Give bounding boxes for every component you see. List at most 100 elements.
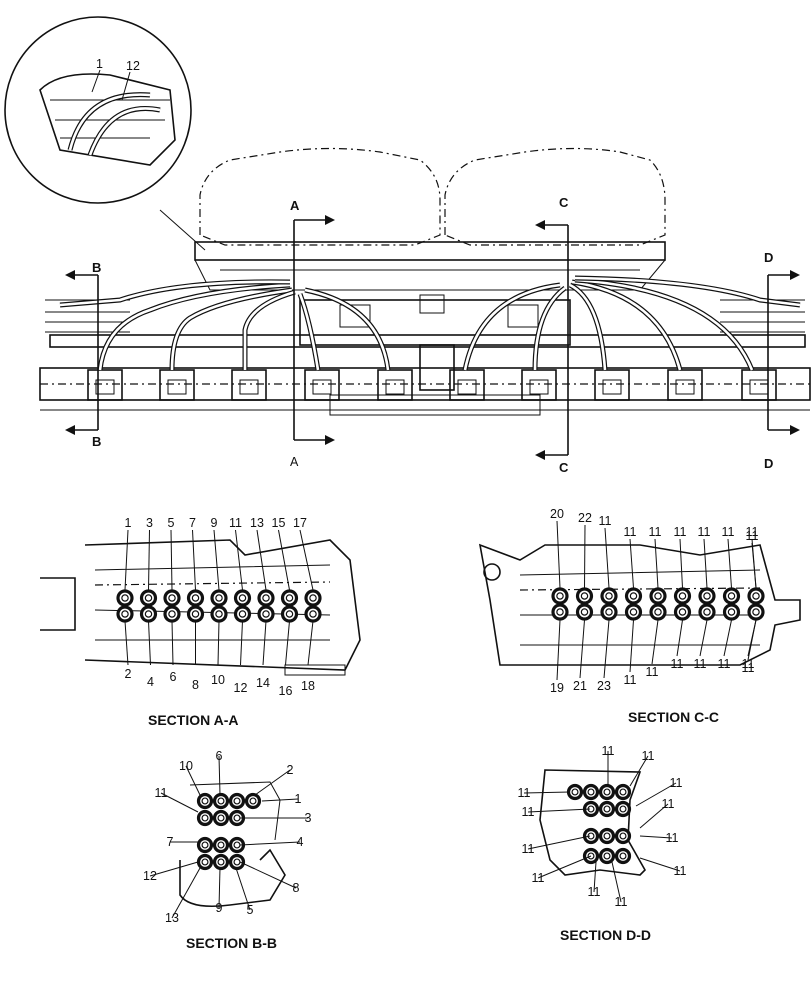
section-a-a-callout: 8 [192,678,199,692]
section-a-a-callout: 15 [272,516,286,530]
section-a-a-callout: 3 [146,516,153,530]
section-d-d-title: SECTION D-D [560,927,651,943]
section-c-c-callout: 11 [746,525,759,539]
distribution-hoses [59,275,801,371]
section-b-b-callout: 12 [143,869,157,883]
cut-label-d-top: D [764,250,773,265]
left-tank-outline [199,147,441,246]
section-a-a-callout: 10 [211,673,225,687]
section-b-b-callout: 2 [287,763,294,777]
detail-circle-outline [4,16,192,204]
section-b-b-callout: 7 [167,835,174,849]
section-b-b-callout: 11 [155,786,168,800]
section-d-d-callout: 11 [522,805,535,819]
section-a-a-callout: 12 [234,681,248,695]
section-d-d-callout: 11 [666,831,679,845]
section-c-c-callout: 11 [599,514,612,528]
right-tank-outline [444,147,666,246]
cut-label-d-bottom: D [764,456,773,471]
section-d-d-fittings [566,783,632,865]
section-d-d-callout: 11 [674,864,687,878]
section-c-c-callout: 11 [624,673,637,687]
section-c-c-callout: 11 [746,529,759,543]
section-c-c-callout: 20 [550,507,564,521]
section-c-c-callout: 11 [646,665,659,679]
section-c-c-callout: 22 [578,511,592,525]
section-a-a-callout: 2 [125,667,132,681]
section-c-c-callout: 11 [649,525,662,539]
section-b-b-callout: 5 [247,903,254,917]
section-a-a-callout: 5 [168,516,175,530]
section-a-a-callout: 16 [279,684,293,698]
section-a-a-callout: 13 [250,516,264,530]
section-d-d-callout: 11 [522,842,535,856]
section-b-b-callout: 1 [295,792,302,806]
section-c-c-callout: 23 [597,679,611,693]
detail-callout-1: 1 [96,57,103,71]
section-a-a-fittings [116,589,322,623]
section-c-c-callout: 11 [671,657,684,671]
section-d-d-callout: 11 [518,786,531,800]
section-c-c-callout: 19 [550,681,564,695]
cut-label-b-top: B [92,260,101,275]
section-b-b-callout: 10 [179,759,193,773]
cut-label-a-top: A [290,198,300,213]
section-cut-lines [65,215,800,460]
section-a-a-callout: 6 [170,670,177,684]
section-c-c-callout: 11 [742,657,755,671]
section-a-a-title: SECTION A-A [148,712,238,728]
section-c-c: 2019222111231111111111111111111111111111… [478,507,801,725]
section-b-b-callout: 4 [297,835,304,849]
section-b-b-callout: 6 [216,749,223,763]
section-a-a-callout: 14 [256,676,270,690]
section-c-c-callout: 21 [573,679,587,693]
section-a-a-callout: 18 [301,679,315,693]
section-c-c-callout: 11 [674,525,687,539]
section-a-a-callout: 7 [189,516,196,530]
section-b-b-title: SECTION B-B [186,935,277,951]
section-a-a-callout: 9 [211,516,218,530]
section-c-c-callout: 11 [624,525,637,539]
detail-leader [159,209,206,251]
section-b-b-callout: 9 [216,901,223,915]
section-b-b-callout: 13 [165,911,179,925]
section-c-c-title: SECTION C-C [628,709,719,725]
frame-top-rail [194,241,666,261]
section-a-a-callout: 4 [147,675,154,689]
section-c-c-callout: 11 [718,657,731,671]
section-c-c-callout: 11 [694,657,707,671]
cut-label-c-top: C [559,195,569,210]
section-d-d-callout: 11 [615,895,628,909]
section-b-b-callout: 3 [305,811,312,825]
section-d-d-callout: 11 [642,749,655,763]
section-a-a-callout: 17 [293,516,307,530]
section-c-c-callout: 11 [698,525,711,539]
section-d-d-callout: 11 [662,797,675,811]
detail-circle: 1 12 [4,16,206,251]
section-d-d-callout: 11 [602,744,615,758]
section-c-c-callout: 11 [722,525,735,539]
section-a-a-callout: 1 [125,516,132,530]
toolbar-beam [49,334,806,348]
section-d-d-callout: 11 [588,885,601,899]
section-c-c-fittings [551,587,765,621]
section-d-d-callout: 11 [670,776,683,790]
row-units [87,369,777,401]
detail-callout-12: 12 [126,59,140,73]
cut-label-b-bottom: B [92,434,101,449]
cut-label-c-bottom: C [559,460,569,475]
section-a-a-callout: 11 [229,516,242,530]
cut-label-a-bottom: A [290,455,299,469]
section-b-b-callout: 8 [293,881,300,895]
section-c-c-callout: 11 [742,661,755,675]
section-b-b-fittings [196,792,262,871]
